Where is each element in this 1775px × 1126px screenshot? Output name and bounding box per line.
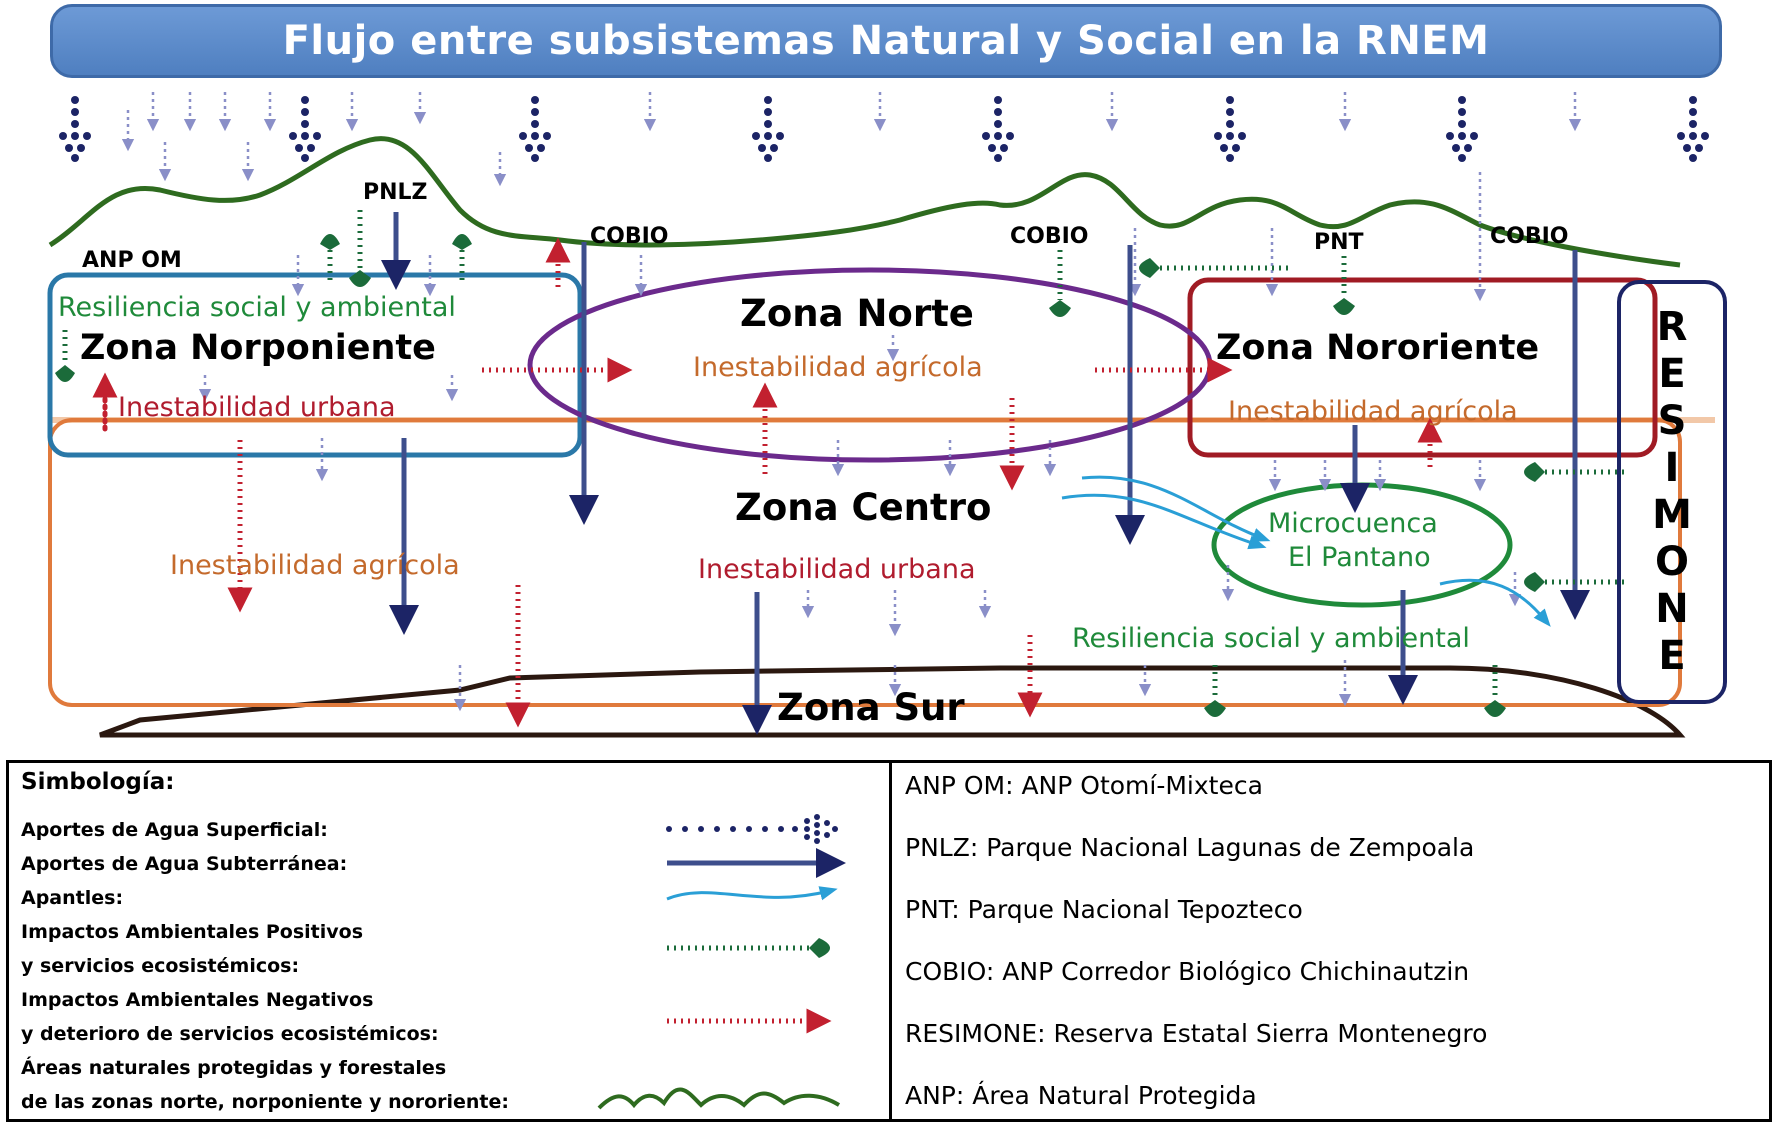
zona-centro-box (48, 418, 1682, 707)
label-pnt: PNT (1314, 230, 1364, 255)
zona-sur-title: Zona Sur (777, 686, 965, 729)
resimone-box: R E S I M O N E (1617, 280, 1727, 704)
label-cobio-3: COBIO (1490, 224, 1569, 249)
zona-nororiente-box (1187, 277, 1658, 458)
legend-apantles: Apantles: (21, 887, 124, 909)
legend-panel: Simbología: Aportes de Agua Superficial:… (6, 760, 1772, 1122)
legend-forest-2: de las zonas norte, norponiente y norori… (21, 1091, 509, 1113)
legend-divider (889, 763, 892, 1119)
legend-def-pnt: PNT: Parque Nacional Tepozteco (905, 895, 1303, 924)
legend-negative-1: Impactos Ambientales Negativos (21, 989, 374, 1011)
legend-forest-1: Áreas naturales protegidas y forestales (21, 1057, 447, 1079)
centro-instability: Inestabilidad urbana (698, 554, 976, 585)
legend-def-pnlz: PNLZ: Parque Nacional Lagunas de Zempoal… (905, 833, 1475, 862)
zona-nororiente-title: Zona Nororiente (1216, 328, 1540, 368)
centro-agricultural-instability: Inestabilidad agrícola (170, 550, 460, 581)
small-runoff-arrows (121, 92, 1582, 712)
surface-water-arrows (59, 96, 1709, 162)
legend-def-cobio: COBIO: ANP Corredor Biológico Chichinaut… (905, 957, 1470, 986)
zona-sur-hill (99, 665, 1686, 738)
zona-centro-title: Zona Centro (735, 486, 992, 529)
mountain-ridge-line (48, 136, 1681, 268)
diagram-title: Flujo entre subsistemas Natural y Social… (282, 18, 1490, 64)
legend-def-resimone: RESIMONE: Reserva Estatal Sierra Montene… (905, 1019, 1488, 1048)
resimone-letter: E (1658, 633, 1686, 679)
zona-norponiente-title: Zona Norponiente (80, 328, 436, 368)
apantle-arrows (1061, 475, 1551, 627)
legend-def-anp: ANP: Área Natural Protegida (905, 1081, 1257, 1110)
positive-impact-arrows (55, 210, 1625, 717)
sur-resilience: Resiliencia social y ambiental (1072, 623, 1470, 654)
label-cobio-1: COBIO (590, 224, 669, 249)
resimone-letter: N (1655, 586, 1689, 632)
legend-negative-2: y deterioro de servicios ecosistémicos: (21, 1023, 439, 1045)
norponiente-resilience: Resiliencia social y ambiental (58, 292, 456, 323)
norte-instability: Inestabilidad agrícola (693, 352, 983, 383)
legend-positive-2: y servicios ecosistémicos: (21, 955, 300, 977)
microcuenca-line1: Microcuenca (1268, 508, 1438, 539)
norponiente-instability: Inestabilidad urbana (118, 392, 396, 423)
zona-norponiente-box (47, 272, 583, 458)
label-anp-om: ANP OM (82, 248, 182, 273)
resimone-letter: M (1652, 492, 1692, 538)
legend-groundwater: Aportes de Agua Subterránea: (21, 853, 348, 875)
groundwater-arrows (381, 212, 1590, 735)
zona-norte-title: Zona Norte (740, 292, 974, 335)
resimone-letter: R (1656, 304, 1688, 350)
legend-def-anp-om: ANP OM: ANP Otomí-Mixteca (905, 771, 1263, 800)
legend-positive-1: Impactos Ambientales Positivos (21, 921, 364, 943)
flow-diagram (47, 92, 1715, 738)
resimone-letter: E (1658, 351, 1686, 397)
label-cobio-2: COBIO (1010, 224, 1089, 249)
resimone-letter: I (1664, 445, 1680, 491)
legend-surface-water: Aportes de Agua Superficial: (21, 819, 328, 841)
microcuenca-line2: El Pantano (1288, 542, 1431, 573)
label-pnlz: PNLZ (363, 180, 428, 205)
diagram-title-bar: Flujo entre subsistemas Natural y Social… (50, 4, 1722, 78)
legend-symbols (597, 814, 846, 1110)
legend-title: Simbología: (21, 769, 175, 795)
resimone-letter: S (1657, 398, 1687, 444)
negative-impact-arrows (92, 237, 1443, 728)
nororiente-instability: Inestabilidad agrícola (1228, 396, 1518, 427)
resimone-letter: O (1654, 539, 1689, 585)
